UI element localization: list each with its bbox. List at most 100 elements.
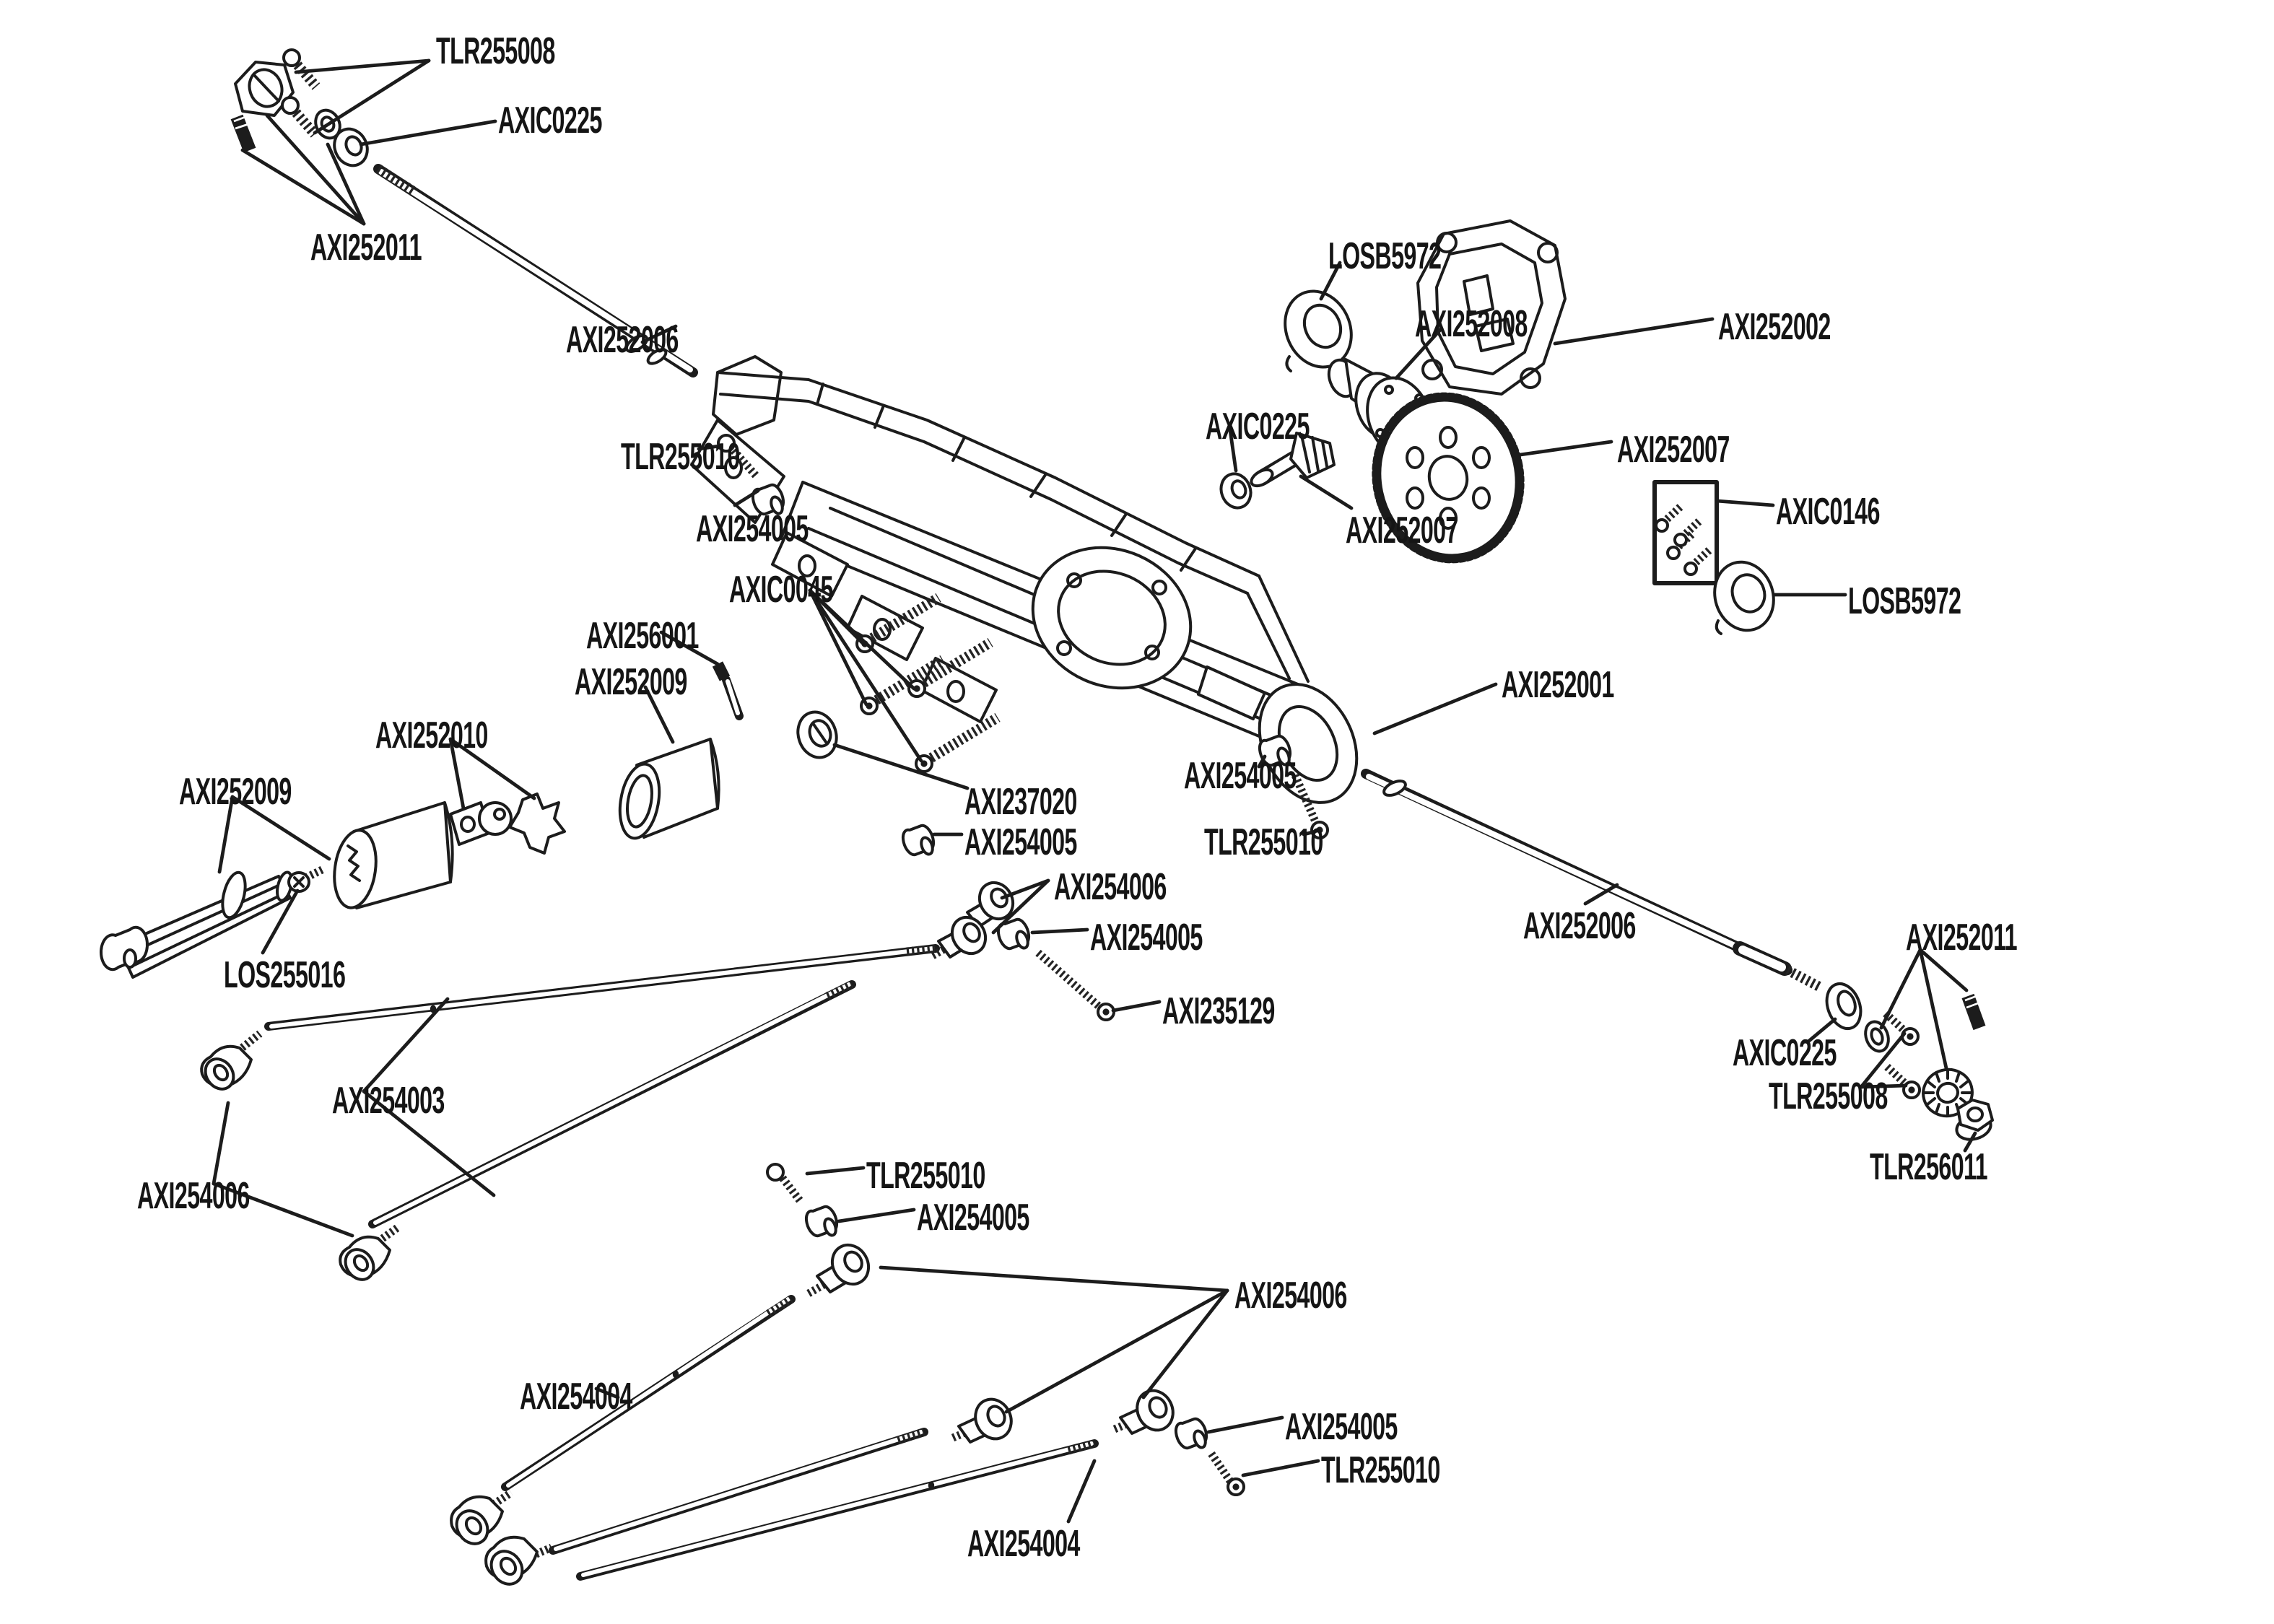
- leader-line: [362, 1089, 496, 1197]
- leader-line: [659, 630, 720, 666]
- bearing-losb5972: [1713, 560, 1775, 635]
- leader-line: [448, 737, 536, 800]
- leader-line: [1394, 327, 1443, 380]
- leader-line: [832, 743, 970, 790]
- part-label: TLR256011: [1870, 1145, 1988, 1188]
- leader-line: [1228, 428, 1238, 473]
- button-screw: [282, 48, 321, 90]
- leader-line: [1030, 927, 1089, 935]
- set-screw: [230, 114, 256, 153]
- coupler-sleeve: [333, 801, 454, 909]
- leader-line: [594, 1387, 620, 1400]
- leader-line: [808, 588, 868, 707]
- leader-line: [643, 685, 675, 744]
- part-label: AXI252001: [1502, 663, 1614, 706]
- part-label: AXIC0225: [1733, 1031, 1837, 1074]
- button-screw-long: [1291, 773, 1329, 839]
- part-label: AXIC0225: [498, 98, 602, 141]
- bearing-losb5972: [1284, 289, 1353, 372]
- part-label: AXI252008: [1415, 302, 1528, 345]
- button-screw: [1884, 1063, 1921, 1099]
- pivot-bushing: [901, 824, 936, 857]
- leader-line: [359, 119, 497, 147]
- cap-screw: [915, 713, 1001, 773]
- screw-kit-box: [1652, 480, 1719, 585]
- leader-line: [217, 795, 235, 874]
- part-label: AXI254006: [1234, 1273, 1347, 1317]
- leader-line: [1372, 682, 1498, 735]
- part-label: AXI254005: [1184, 754, 1297, 797]
- twelve-point-hex: [1922, 1068, 1974, 1118]
- diff-cover: [1416, 219, 1567, 396]
- leader-line: [1715, 499, 1775, 507]
- leader-line: [313, 58, 431, 135]
- part-label: AXI254004: [520, 1374, 632, 1418]
- axle-shaft-right: [1361, 769, 1824, 992]
- leader-line: [1299, 474, 1354, 510]
- part-label: AXI252009: [575, 660, 687, 703]
- leader-line: [1319, 261, 1342, 301]
- leader-line: [1206, 1415, 1284, 1434]
- splined-shaft: [99, 870, 293, 979]
- leader-line: [808, 588, 923, 763]
- cap-screw: [907, 638, 993, 698]
- lock-nut: [1955, 1099, 1994, 1141]
- leader-line: [808, 588, 916, 691]
- link-rod: [368, 980, 856, 1228]
- part-label: AXI254006: [137, 1174, 250, 1217]
- leader-line: [1918, 948, 1948, 1070]
- leader-line: [294, 58, 431, 74]
- part-label: LOS255016: [224, 953, 346, 996]
- part-label: AXI254004: [967, 1522, 1080, 1565]
- hex-nut: [234, 61, 295, 117]
- leader-line: [261, 889, 300, 955]
- part-label: AXIC0225: [1206, 404, 1310, 448]
- leader-line: [1302, 829, 1317, 837]
- part-label: AXI252009: [179, 769, 292, 813]
- part-label: AXI254005: [917, 1195, 1029, 1239]
- leader-line: [1004, 1288, 1229, 1414]
- part-label: AXI252007: [1617, 427, 1730, 471]
- link-rod: [576, 1439, 1099, 1581]
- pivot-bushing: [1174, 1417, 1208, 1450]
- button-screw: [281, 96, 319, 138]
- leader-line: [733, 489, 760, 507]
- link-rod: [549, 1428, 928, 1555]
- cap-screw: [860, 655, 946, 715]
- part-label: LOSB5972: [1328, 234, 1442, 277]
- leader-line: [1111, 1000, 1162, 1013]
- part-label: TLR255010: [1204, 820, 1323, 863]
- axle-shaft-left: [373, 164, 698, 377]
- bearing: [333, 127, 369, 167]
- link-rod: [501, 1295, 796, 1491]
- u-joint: [449, 793, 566, 855]
- rod-end: [951, 1397, 1013, 1444]
- leader-line: [1859, 1083, 1908, 1089]
- coupler-sleeve: [618, 738, 720, 840]
- leader-line: [265, 113, 366, 226]
- button-screw-extra-long: [1035, 949, 1115, 1021]
- leader-line: [1066, 1459, 1097, 1524]
- pivot-bushing: [751, 483, 785, 516]
- part-label: AXI252011: [1906, 915, 2018, 959]
- part-label: AXI237020: [964, 780, 1077, 823]
- leader-line: [805, 1166, 866, 1176]
- part-label: AXI254005: [696, 507, 809, 550]
- pivot-bushing: [804, 1205, 839, 1238]
- part-label: AXI254005: [1090, 915, 1203, 959]
- part-label: AXI256001: [586, 614, 699, 657]
- leader-line: [1963, 1131, 1977, 1153]
- rod-end: [931, 915, 988, 959]
- rod-end-angled: [450, 1489, 514, 1545]
- leader-line: [640, 324, 678, 344]
- leader-line: [1918, 948, 1969, 992]
- leader-line: [697, 444, 721, 451]
- leader-line: [1257, 754, 1267, 769]
- rod-end-angled: [200, 1030, 263, 1091]
- rod-end: [806, 1243, 871, 1297]
- leader-line: [991, 878, 1050, 935]
- part-label: TLR255010: [866, 1153, 985, 1197]
- set-screw: [1961, 993, 1986, 1031]
- leader-line: [230, 795, 331, 861]
